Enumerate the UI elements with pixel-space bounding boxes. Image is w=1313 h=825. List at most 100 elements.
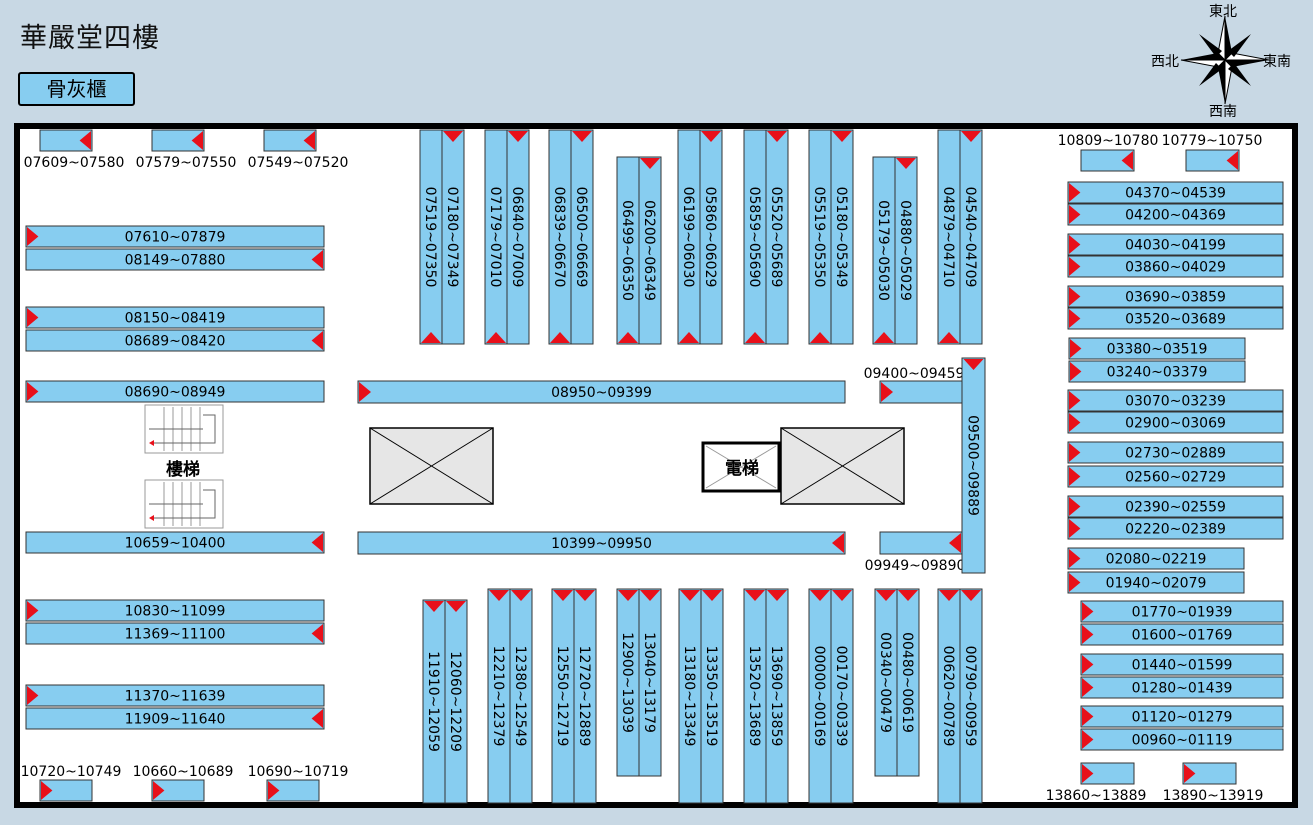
cabinet-right-5[interactable] bbox=[1067, 307, 1284, 330]
cabinet-label: 03380~03519 bbox=[1107, 342, 1208, 358]
cabinet-label: 00000~00169 bbox=[811, 646, 827, 747]
marker-icon bbox=[1069, 549, 1081, 568]
cabinet-label: 02220~02389 bbox=[1125, 522, 1226, 538]
cabinet-right-11[interactable] bbox=[1067, 465, 1284, 488]
cabinet-right-7[interactable] bbox=[1068, 360, 1246, 383]
cabinet-bottom-vertical-7[interactable] bbox=[638, 588, 662, 777]
cabinet-bottom-vertical-13[interactable] bbox=[830, 588, 854, 804]
cabinet-right-20[interactable] bbox=[1080, 705, 1284, 728]
cabinet-center-vertical[interactable] bbox=[961, 357, 986, 574]
cabinet-bottom-vertical-9[interactable] bbox=[700, 588, 724, 804]
cabinet-label: 08689~08420 bbox=[125, 334, 226, 350]
cabinet-right-9[interactable] bbox=[1067, 411, 1284, 434]
cabinet-right-0[interactable] bbox=[1067, 181, 1284, 204]
cabinet-bottom-vertical-1[interactable] bbox=[444, 599, 468, 804]
cabinet-bottom-small-2[interactable] bbox=[266, 779, 320, 802]
cabinet-top-vertical-3[interactable] bbox=[506, 129, 530, 345]
cabinet-top-vertical-17[interactable] bbox=[959, 129, 983, 345]
cabinet-left-9[interactable] bbox=[25, 707, 325, 730]
cabinet-label: 07610~07879 bbox=[125, 230, 226, 246]
cabinet-label: 03070~03239 bbox=[1125, 394, 1226, 410]
cabinet-right-1[interactable] bbox=[1067, 203, 1284, 226]
marker-icon bbox=[1226, 151, 1238, 170]
cabinet-bottom-vertical-11[interactable] bbox=[765, 588, 789, 804]
cabinet-left-0[interactable] bbox=[25, 225, 325, 248]
void-right bbox=[780, 427, 905, 505]
cabinet-bottom-vertical-5[interactable] bbox=[573, 588, 597, 804]
cabinet-bottom-small-0[interactable] bbox=[39, 779, 93, 802]
cabinet-left-4[interactable] bbox=[25, 380, 325, 403]
marker-icon bbox=[1082, 730, 1094, 749]
cabinet-top-vertical-5[interactable] bbox=[570, 129, 594, 345]
cabinet-label: 05180~05349 bbox=[833, 187, 849, 288]
marker-icon bbox=[1069, 287, 1081, 306]
cabinet-right-13[interactable] bbox=[1067, 517, 1284, 540]
cabinet-right-14[interactable] bbox=[1067, 547, 1245, 570]
cabinet-center-top[interactable] bbox=[357, 380, 846, 404]
stairs-arrow-icon bbox=[149, 515, 154, 521]
cabinet-label: 07519~07350 bbox=[422, 187, 438, 288]
stairs-label: 樓梯 bbox=[166, 459, 200, 480]
cabinet-left-7[interactable] bbox=[25, 622, 325, 645]
cabinet-label: 03240~03379 bbox=[1107, 365, 1208, 381]
cabinet-right-8[interactable] bbox=[1067, 389, 1284, 412]
cabinet-right-12[interactable] bbox=[1067, 495, 1284, 518]
cabinet-label: 08690~08949 bbox=[125, 385, 226, 401]
cabinet-left-5[interactable] bbox=[25, 531, 325, 554]
cabinet-right-2[interactable] bbox=[1067, 233, 1284, 256]
cabinet-center-bottom[interactable] bbox=[357, 531, 846, 555]
cabinet-top-small-2[interactable] bbox=[263, 129, 317, 152]
cabinet-right-16[interactable] bbox=[1080, 600, 1284, 623]
cabinet-label: 03520~03689 bbox=[1125, 312, 1226, 328]
cabinet-label: 05520~05689 bbox=[768, 187, 784, 288]
cabinet-top-vertical-9[interactable] bbox=[699, 129, 723, 345]
cabinet-right-top-small-0[interactable] bbox=[1080, 149, 1135, 172]
marker-icon bbox=[1069, 519, 1081, 538]
cabinet-right-17[interactable] bbox=[1080, 623, 1284, 646]
cabinet-left-8[interactable] bbox=[25, 684, 325, 707]
cabinet-right-4[interactable] bbox=[1067, 285, 1284, 308]
marker-icon bbox=[311, 331, 323, 350]
marker-icon bbox=[1121, 151, 1133, 170]
marker-icon bbox=[27, 686, 39, 705]
cabinet-right-18[interactable] bbox=[1080, 653, 1284, 676]
marker-icon bbox=[640, 158, 660, 169]
cabinet-label: 04880~05029 bbox=[897, 200, 913, 301]
cabinet-bottom-small-1[interactable] bbox=[151, 779, 205, 802]
cabinet-label: 06200~06349 bbox=[641, 200, 657, 301]
cabinet-right-top-small-1[interactable] bbox=[1185, 149, 1240, 172]
cabinet-label: 12900~13039 bbox=[619, 632, 635, 733]
cabinet-left-6[interactable] bbox=[25, 599, 325, 622]
marker-icon bbox=[898, 590, 918, 601]
cabinet-right-10[interactable] bbox=[1067, 441, 1284, 464]
cabinet-bottom-vertical-3[interactable] bbox=[509, 588, 533, 804]
cabinet-top-vertical-13[interactable] bbox=[830, 129, 854, 345]
cabinet-top-vertical-15[interactable] bbox=[894, 156, 918, 345]
cabinet-left-1[interactable] bbox=[25, 248, 325, 271]
cabinet-label: 02900~03069 bbox=[1125, 416, 1226, 432]
cabinet-bottom-vertical-17[interactable] bbox=[959, 588, 983, 804]
cabinet-top-small-0[interactable] bbox=[39, 129, 93, 152]
cabinet-label: 03690~03859 bbox=[1125, 290, 1226, 306]
marker-icon bbox=[27, 227, 39, 246]
cabinet-right-15[interactable] bbox=[1067, 571, 1245, 594]
cabinet-right-3[interactable] bbox=[1067, 255, 1284, 278]
compass-east-label: 東南 bbox=[1263, 54, 1291, 70]
cabinet-bottom-vertical-15[interactable] bbox=[896, 588, 920, 777]
cabinet-top-vertical-11[interactable] bbox=[765, 129, 789, 345]
cabinet-left-3[interactable] bbox=[25, 329, 325, 352]
marker-icon bbox=[963, 359, 984, 370]
cabinet-top-small-1[interactable] bbox=[151, 129, 205, 152]
cabinet-right-19[interactable] bbox=[1080, 676, 1284, 699]
cabinet-right-bottom-small-1[interactable] bbox=[1182, 762, 1237, 785]
cabinet-right-21[interactable] bbox=[1080, 728, 1284, 751]
cabinet-right-bottom-small-0[interactable] bbox=[1080, 762, 1135, 785]
cabinet-left-2[interactable] bbox=[25, 306, 325, 329]
cabinet-top-vertical-7[interactable] bbox=[638, 156, 662, 345]
cabinet-label: 04540~04709 bbox=[962, 187, 978, 288]
cabinet-top-vertical-1[interactable] bbox=[441, 129, 465, 345]
cabinet-bottom-small-label: 10660~10689 bbox=[133, 764, 234, 780]
marker-icon bbox=[810, 590, 830, 601]
marker-icon bbox=[1070, 339, 1082, 358]
cabinet-right-6[interactable] bbox=[1068, 337, 1246, 360]
